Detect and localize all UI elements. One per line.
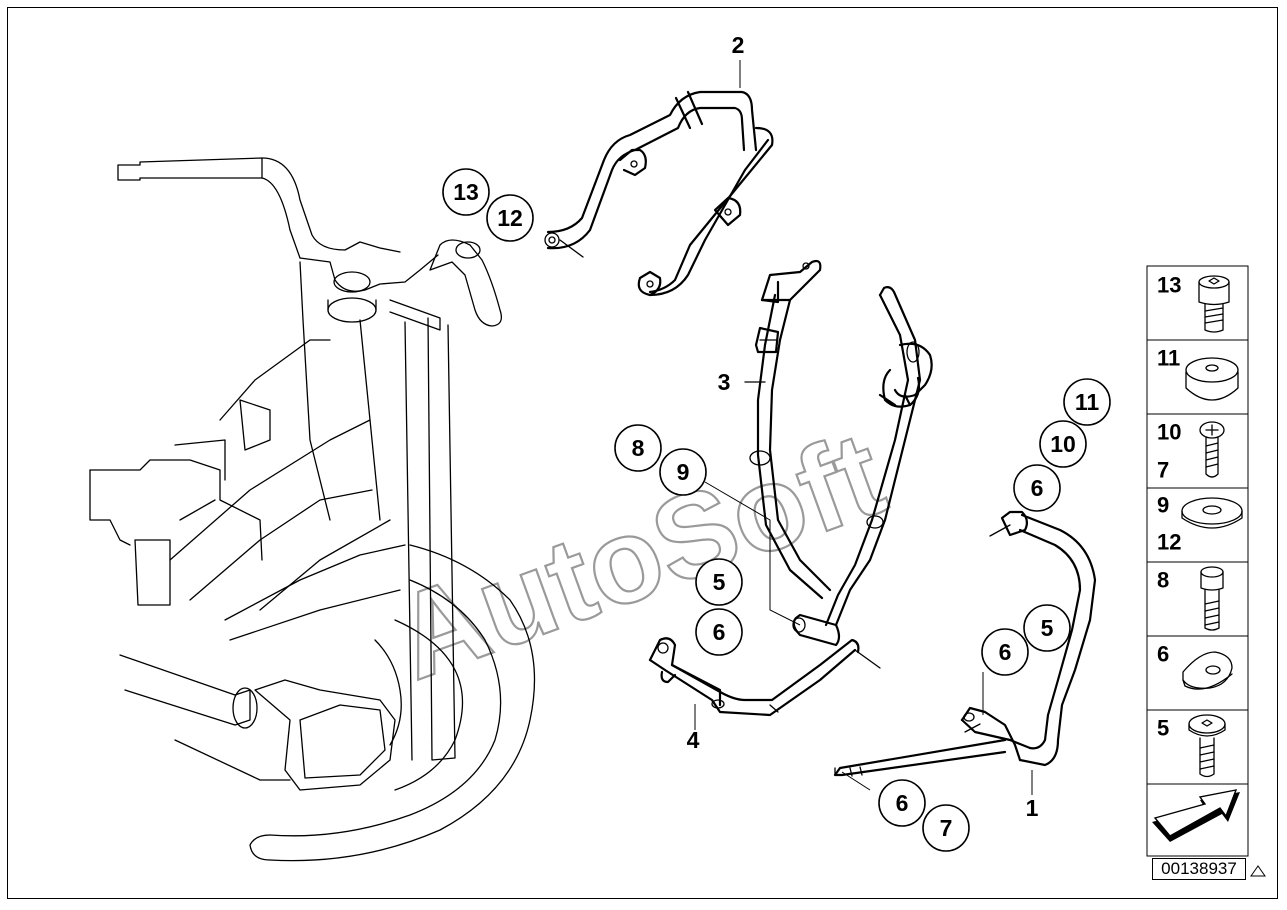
crash-bar-right-part-1 xyxy=(833,510,1097,777)
callout-12: 12 xyxy=(486,194,534,242)
svg-text:13: 13 xyxy=(453,179,479,205)
legend-12-label: 12 xyxy=(1157,530,1181,555)
tab-washer-icon xyxy=(1182,651,1233,690)
svg-text:6: 6 xyxy=(896,790,909,816)
svg-text:6: 6 xyxy=(1031,475,1044,501)
long-cap-bolt-icon xyxy=(1200,566,1224,631)
callout-7: 7 xyxy=(922,804,970,852)
button-head-bolt-icon xyxy=(1188,714,1226,778)
washer-icon xyxy=(1181,497,1243,529)
legend-8-label: 8 xyxy=(1157,568,1169,593)
part-label-4: 4 xyxy=(687,727,700,753)
parts-legend: 13 11 10 7 9 12 xyxy=(1146,265,1249,857)
svg-text:10: 10 xyxy=(1050,431,1076,457)
diagram-id-label: 00138937 xyxy=(1152,858,1246,880)
legend-6-label: 6 xyxy=(1157,642,1169,667)
socket-cap-bolt-icon xyxy=(1198,275,1230,333)
callout-5-right: 5 xyxy=(1023,604,1071,652)
direction-arrow-icon xyxy=(1152,789,1240,842)
callout-13: 13 xyxy=(442,168,490,216)
legend-11-label: 11 xyxy=(1157,346,1180,371)
callout-8: 8 xyxy=(614,424,662,472)
crash-bar-lower-part-4 xyxy=(648,637,881,717)
bracket-part-3 xyxy=(744,259,933,647)
svg-text:5: 5 xyxy=(713,569,726,595)
part-label-2: 2 xyxy=(732,32,745,58)
crash-bar-upper-part-2 xyxy=(544,90,774,297)
callout-6-bottom: 6 xyxy=(878,779,926,827)
leader-lines xyxy=(694,60,1033,795)
legend-13-label: 13 xyxy=(1157,273,1181,298)
svg-text:9: 9 xyxy=(677,459,690,485)
svg-text:12: 12 xyxy=(497,205,523,231)
callout-10: 10 xyxy=(1039,420,1087,468)
callout-5-left: 5 xyxy=(695,558,743,606)
part-label-1: 1 xyxy=(1026,795,1039,821)
callout-6-upper-right: 6 xyxy=(1013,464,1061,512)
part-label-3: 3 xyxy=(718,369,731,395)
legend-9-label: 9 xyxy=(1157,493,1169,518)
legend-5-label: 5 xyxy=(1157,716,1169,741)
svg-text:5: 5 xyxy=(1041,615,1054,641)
svg-text:11: 11 xyxy=(1075,389,1100,415)
callout-6-right: 6 xyxy=(981,628,1029,676)
revision-triangle-icon xyxy=(1250,865,1266,877)
callout-9: 9 xyxy=(659,448,707,496)
motorcycle-frame-outline xyxy=(89,157,536,862)
svg-text:8: 8 xyxy=(632,435,645,461)
diagram-frame xyxy=(7,7,1278,899)
svg-text:6: 6 xyxy=(713,619,726,645)
legend-10-label: 10 xyxy=(1157,420,1181,445)
callout-11: 11 xyxy=(1063,378,1111,426)
svg-text:6: 6 xyxy=(999,639,1012,665)
phillips-screw-icon xyxy=(1199,421,1225,478)
svg-text:7: 7 xyxy=(940,815,953,841)
callout-6-left: 6 xyxy=(695,608,743,656)
rubber-grommet-icon xyxy=(1185,357,1239,401)
legend-7-label: 7 xyxy=(1157,458,1169,483)
